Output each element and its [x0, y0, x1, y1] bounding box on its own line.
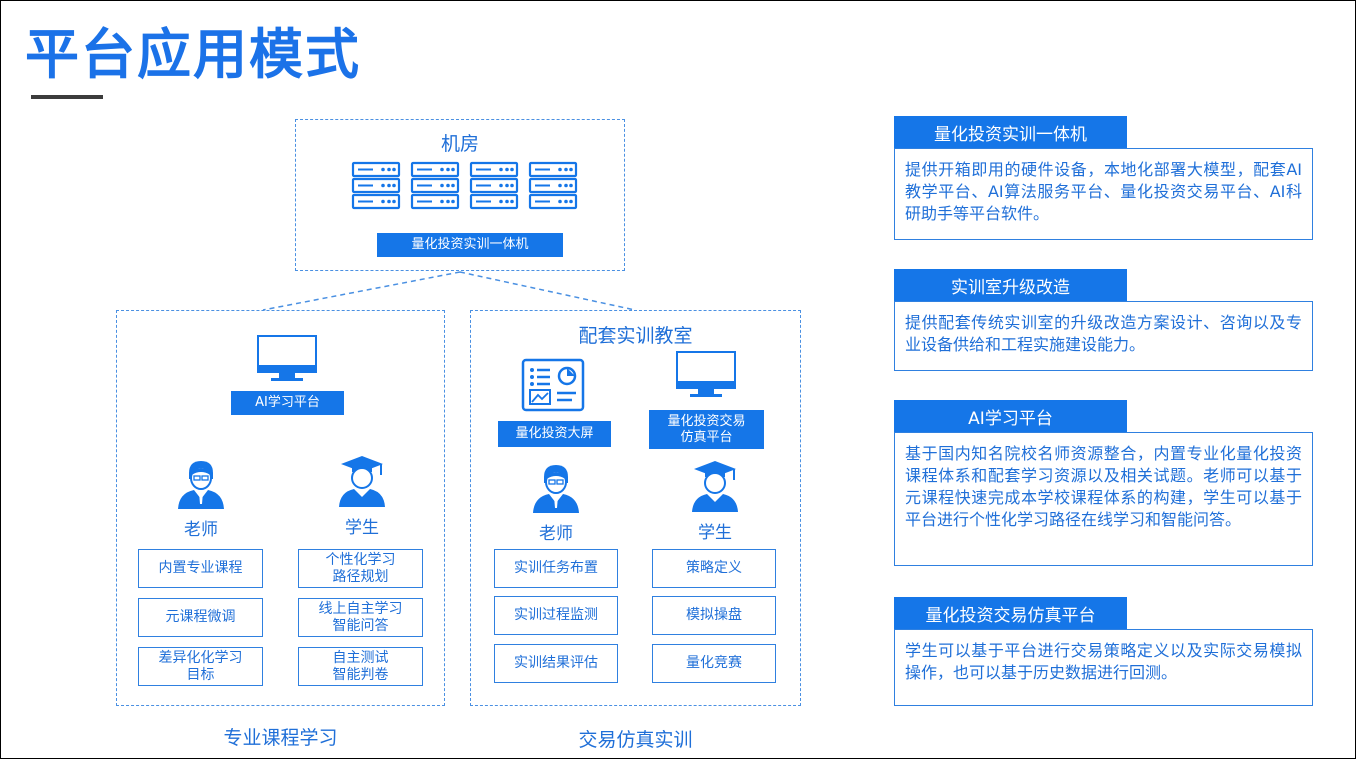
panel-heading: AI学习平台 — [894, 400, 1127, 432]
teacher-icon — [531, 463, 581, 513]
course-learning-box — [116, 310, 445, 706]
page-title: 平台应用模式 — [25, 23, 361, 86]
title-underline — [31, 95, 103, 99]
big-screen-label: 量化投资大屏 — [498, 421, 611, 447]
section-label-course: 专业课程学习 — [223, 727, 338, 749]
student-item: 策略定义 — [652, 549, 776, 588]
section-label-trading: 交易仿真实训 — [578, 729, 693, 751]
panel-text: 提供配套传统实训室的升级改造方案设计、咨询以及专业设备供给和工程实施建设能力。 — [905, 313, 1302, 354]
teacher-item: 差异化化学习 目标 — [138, 647, 263, 686]
device-label: 量化投资实训一体机 — [377, 233, 563, 257]
panel-heading: 量化投资实训一体机 — [894, 116, 1127, 148]
student-item: 模拟操盘 — [652, 596, 776, 635]
machine-room-label: 机房 — [440, 133, 479, 155]
training-room-label: 配套实训教室 — [578, 325, 693, 347]
teacher-icon — [533, 465, 579, 513]
panel-body: 基于国内知名院校名师资源整合，内置专业化量化投资课程体系和配套学习资源以及相关试… — [894, 432, 1313, 566]
student-label: 学生 — [345, 518, 379, 538]
teacher-item: 实训过程监测 — [494, 596, 618, 635]
panel-heading: 实训室升级改造 — [894, 269, 1127, 301]
server-rack-icon — [351, 161, 578, 210]
teacher-item: 实训任务布置 — [494, 549, 618, 588]
student-graduate-icon — [339, 456, 385, 507]
student-icon — [337, 455, 387, 507]
student-label: 学生 — [698, 523, 732, 543]
trading-sim-box — [470, 310, 801, 706]
teacher-icon — [178, 461, 224, 509]
student-graduate-icon — [692, 461, 738, 512]
teacher-label: 老师 — [184, 520, 218, 540]
student-item: 个性化学习 路径规划 — [298, 549, 423, 588]
monitor-icon — [257, 335, 317, 385]
student-item: 自主测试 智能判卷 — [298, 647, 423, 686]
machine-room-box — [295, 119, 625, 271]
panel-text: 提供开箱即用的硬件设备，本地化部署大模型，配套AI教学平台、AI算法服务平台、量… — [905, 160, 1302, 223]
monitor-icon — [257, 335, 317, 381]
panel-body: 提供配套传统实训室的升级改造方案设计、咨询以及专业设备供给和工程实施建设能力。 — [894, 301, 1313, 371]
monitor-icon — [676, 351, 736, 397]
panel-heading: 量化投资交易仿真平台 — [894, 597, 1127, 629]
student-icon — [690, 460, 740, 512]
ai-platform-label: AI学习平台 — [231, 391, 344, 415]
dashboard-screen-icon — [521, 358, 585, 412]
panel-body: 学生可以基于平台进行交易策略定义以及实际交易模拟操作，也可以基于历史数据进行回测… — [894, 629, 1313, 706]
server-group — [351, 161, 579, 213]
student-item: 线上自主学习 智能问答 — [298, 598, 423, 637]
sim-platform-label: 量化投资交易 仿真平台 — [649, 410, 764, 449]
teacher-item: 元课程微调 — [138, 598, 263, 637]
panel-text: 基于国内知名院校名师资源整合，内置专业化量化投资课程体系和配套学习资源以及相关试… — [905, 444, 1302, 529]
teacher-label: 老师 — [539, 524, 573, 544]
teacher-icon — [176, 459, 226, 509]
monitor-icon — [676, 351, 736, 401]
panel-text: 学生可以基于平台进行交易策略定义以及实际交易模拟操作，也可以基于历史数据进行回测… — [905, 641, 1302, 682]
dashboard-screen-icon — [521, 358, 585, 412]
teacher-item: 内置专业课程 — [138, 549, 263, 588]
student-item: 量化竞赛 — [652, 644, 776, 683]
teacher-item: 实训结果评估 — [494, 644, 618, 683]
panel-body: 提供开箱即用的硬件设备，本地化部署大模型，配套AI教学平台、AI算法服务平台、量… — [894, 148, 1313, 240]
